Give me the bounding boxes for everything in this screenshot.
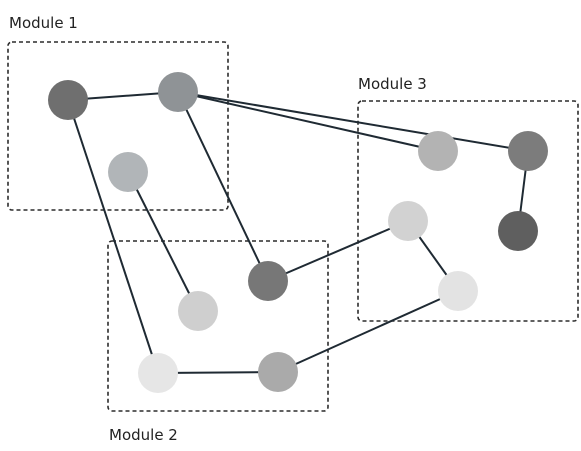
node-k bbox=[498, 211, 538, 251]
node-b bbox=[158, 72, 198, 112]
module-2-label: Module 2 bbox=[109, 426, 178, 444]
node-j bbox=[388, 201, 428, 241]
edge-b-h bbox=[177, 91, 439, 152]
module-3-label: Module 3 bbox=[358, 75, 427, 93]
node-l bbox=[438, 271, 478, 311]
node-g bbox=[258, 352, 298, 392]
node-a bbox=[48, 80, 88, 120]
module-1-box bbox=[7, 41, 229, 211]
edge-f-g bbox=[157, 371, 279, 374]
module-1-label: Module 1 bbox=[9, 14, 78, 32]
edge-c-e bbox=[127, 171, 199, 312]
node-e bbox=[178, 291, 218, 331]
edge-a-f bbox=[67, 99, 159, 374]
module-2-box bbox=[107, 240, 329, 412]
edges-layer bbox=[67, 91, 529, 374]
node-i bbox=[508, 131, 548, 171]
node-c bbox=[108, 152, 148, 192]
node-f bbox=[138, 353, 178, 393]
edge-d-j bbox=[267, 220, 409, 282]
edge-b-d bbox=[177, 91, 269, 282]
nodes-layer bbox=[48, 72, 548, 393]
edge-b-i bbox=[177, 91, 529, 152]
node-d bbox=[248, 261, 288, 301]
module-3-box bbox=[357, 100, 579, 322]
node-h bbox=[418, 131, 458, 171]
edge-g-l bbox=[277, 290, 459, 373]
